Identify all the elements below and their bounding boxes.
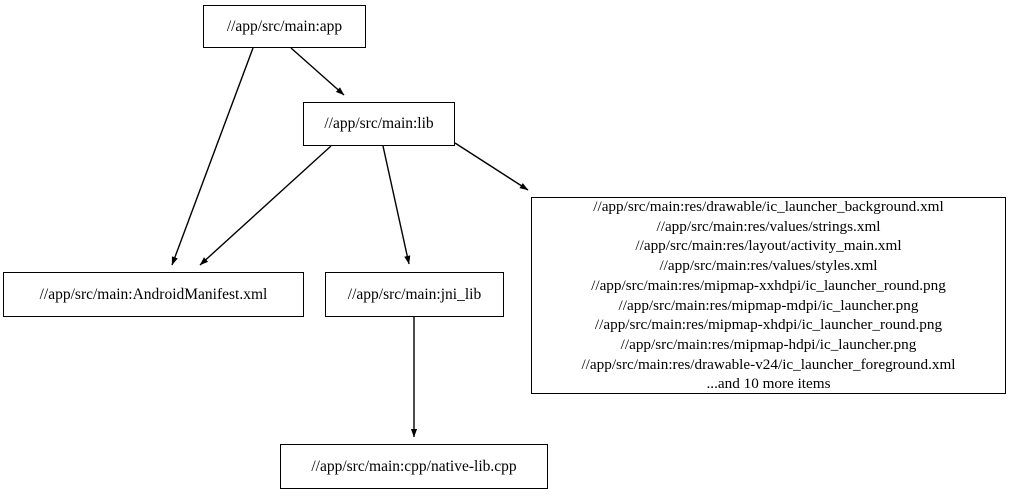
edge-app-to-lib <box>290 47 345 96</box>
node-label-android-manifest: //app/src/main:AndroidManifest.xml <box>39 285 268 303</box>
res-item-values-strings: //app/src/main:res/values/strings.xml <box>656 217 881 235</box>
graph-node-android-manifest[interactable]: //app/src/main:AndroidManifest.xml <box>3 272 304 317</box>
edge-lib-to-res <box>454 142 529 191</box>
node-label-native-lib-cpp: //app/src/main:cpp/native-lib.cpp <box>311 457 517 475</box>
node-label-app: //app/src/main:app <box>226 17 343 35</box>
edge-lib-to-manifest <box>199 145 332 266</box>
res-item-layout-activity-main: //app/src/main:res/layout/activity_main.… <box>635 237 902 255</box>
res-item-mipmap-mdpi-ic-launcher: //app/src/main:res/mipmap-mdpi/ic_launch… <box>618 296 919 314</box>
res-item-more-items-note: ...and 10 more items <box>706 375 831 393</box>
res-item-drawable-v24-ic-launcher-foreground: //app/src/main:res/drawable-v24/ic_launc… <box>581 355 956 373</box>
node-label-jni-lib: //app/src/main:jni_lib <box>347 285 482 303</box>
graph-node-native-lib-cpp[interactable]: //app/src/main:cpp/native-lib.cpp <box>280 444 548 489</box>
graph-node-lib[interactable]: //app/src/main:lib <box>303 102 455 146</box>
graph-node-jni-lib[interactable]: //app/src/main:jni_lib <box>325 272 504 317</box>
graph-node-res-group[interactable]: //app/src/main:res/drawable/ic_launcher_… <box>531 197 1006 394</box>
res-item-mipmap-xhdpi-ic-launcher-round: //app/src/main:res/mipmap-xhdpi/ic_launc… <box>594 316 943 334</box>
edge-app-to-manifest <box>171 47 254 266</box>
res-item-mipmap-xxhdpi-ic-launcher-round: //app/src/main:res/mipmap-xxhdpi/ic_laun… <box>591 276 946 294</box>
node-label-res-group: //app/src/main:res/drawable/ic_launcher_… <box>581 197 955 394</box>
edge-lib-to-jni_lib <box>382 145 411 265</box>
res-item-mipmap-hdpi-ic-launcher: //app/src/main:res/mipmap-hdpi/ic_launch… <box>620 335 917 353</box>
node-label-lib: //app/src/main:lib <box>324 115 434 133</box>
res-item-values-styles: //app/src/main:res/values/styles.xml <box>659 257 878 275</box>
res-item-drawable-ic-launcher-background: //app/src/main:res/drawable/ic_launcher_… <box>593 197 944 215</box>
graph-node-app[interactable]: //app/src/main:app <box>203 5 366 48</box>
